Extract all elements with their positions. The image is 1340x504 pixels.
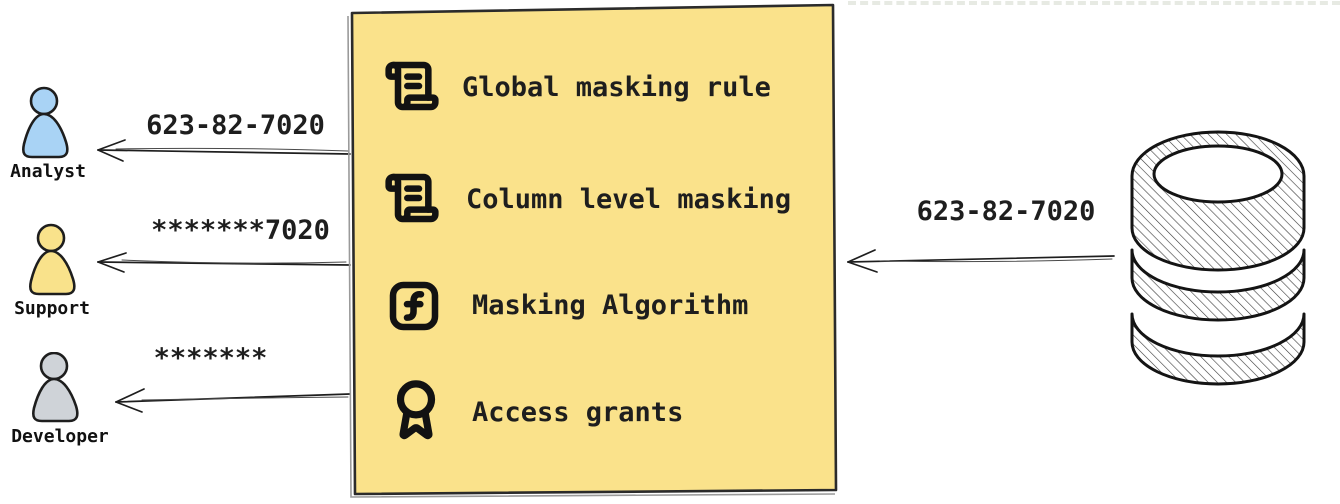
- support-person-icon: [28, 223, 76, 296]
- arrow-to-analyst: [97, 139, 351, 162]
- arrow-to-developer: [115, 388, 351, 413]
- masking-box-item-label: Column level masking: [466, 184, 792, 215]
- source-value: 623-82-7020: [916, 196, 1096, 227]
- support-masked-value: *******7020: [151, 215, 330, 246]
- developer-masked-value: *******: [153, 343, 268, 374]
- masking-box-item-label: Masking Algorithm: [472, 290, 749, 321]
- award-icon: [396, 380, 436, 440]
- database-icon: [1130, 130, 1306, 386]
- analyst-label: Analyst: [10, 161, 86, 182]
- arrow-to-support: [97, 252, 351, 273]
- analyst-masked-value: 623-82-7020: [146, 110, 325, 141]
- scroll-text-icon: [385, 173, 439, 223]
- analyst-person-icon: [21, 86, 69, 159]
- scroll-text-icon: [385, 61, 439, 111]
- masking-box-item-label: Global masking rule: [462, 72, 771, 103]
- masking-box: [347, 3, 838, 498]
- arrow-database-to-box: [847, 249, 1115, 273]
- function-square-icon: [389, 281, 439, 331]
- support-label: Support: [14, 298, 90, 319]
- developer-person-icon: [31, 352, 79, 423]
- developer-label: Developer: [11, 426, 109, 447]
- top-dashed-line: [848, 1, 1340, 5]
- masking-box-item-label: Access grants: [472, 397, 684, 428]
